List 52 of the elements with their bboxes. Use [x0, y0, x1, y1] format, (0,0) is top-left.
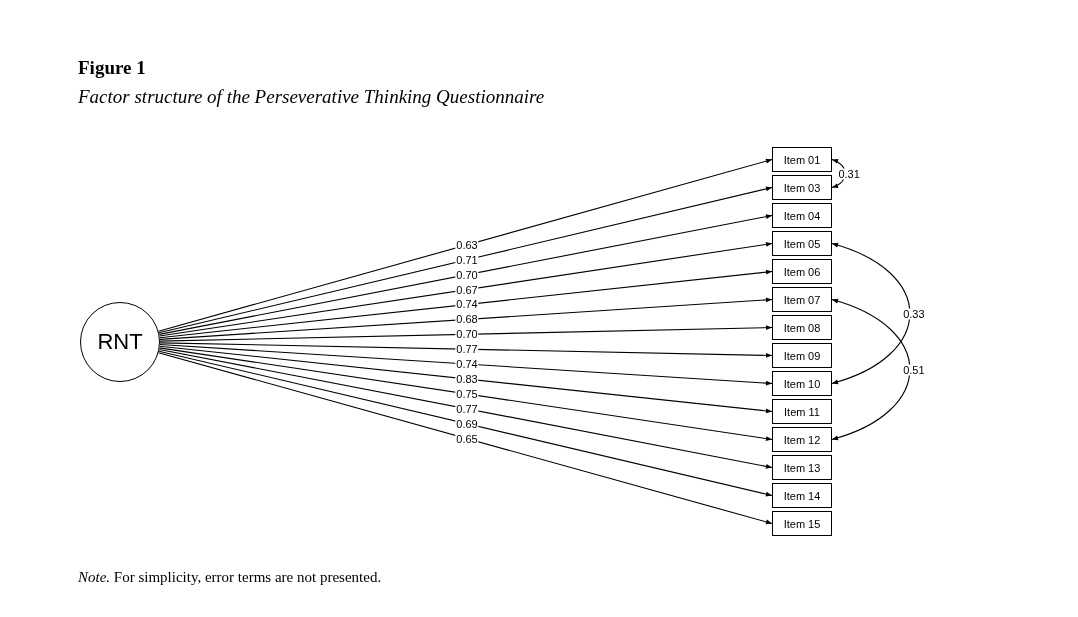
item-box: Item 12: [772, 427, 832, 452]
item-box: Item 13: [772, 455, 832, 480]
arrow: [159, 347, 773, 441]
item-box: Item 01: [772, 147, 832, 172]
item-box: Item 14: [772, 483, 832, 508]
edge-label: 0.77: [455, 343, 479, 355]
figure-title: Figure 1: [78, 57, 146, 79]
arrow: [159, 345, 773, 414]
edge-label: 0.70: [455, 269, 479, 281]
double-headed-curved-arrow: [831, 242, 911, 385]
edge-label: 0.77: [455, 403, 479, 415]
item-box: Item 03: [772, 175, 832, 200]
edge-label: 0.33: [902, 308, 926, 319]
edge-label: 0.51: [902, 364, 926, 375]
figure-subtitle: Factor structure of the Perseverative Thinking Questionnaire: [78, 86, 545, 108]
arrow: [159, 297, 773, 340]
edge-label: 0.74: [455, 298, 479, 310]
item-box: Item 11: [772, 399, 832, 424]
edge-label: 0.71: [455, 254, 479, 266]
edge-label: 0.67: [455, 284, 479, 296]
figure-note: Note. For simplicity, error terms are not presented.: [78, 569, 382, 586]
edge-label: 0.65: [455, 433, 479, 445]
edge-label: 0.31: [837, 168, 861, 179]
arrow: [158, 186, 773, 334]
arrow: [159, 342, 773, 358]
item-box: Item 10: [772, 371, 832, 396]
arrow: [158, 214, 773, 335]
arrow: [158, 352, 773, 525]
item-box: Item 04: [772, 203, 832, 228]
edge-label: 0.75: [455, 388, 479, 400]
arrow: [159, 242, 773, 337]
arrow: [159, 344, 773, 386]
arrow: [158, 350, 773, 497]
edge-label: 0.69: [455, 418, 479, 430]
latent-factor-circle: RNT: [80, 302, 160, 382]
item-box: Item 09: [772, 343, 832, 368]
edge-label: 0.63: [455, 239, 479, 251]
arrow: [158, 349, 773, 469]
item-box: Item 06: [772, 259, 832, 284]
edge-label: 0.68: [455, 313, 479, 325]
item-box: Item 08: [772, 315, 832, 340]
edge-label: 0.74: [455, 358, 479, 370]
arrow: [157, 158, 773, 332]
edge-label: 0.70: [455, 328, 479, 340]
item-box: Item 07: [772, 287, 832, 312]
item-box: Item 05: [772, 231, 832, 256]
item-box: Item 15: [772, 511, 832, 536]
double-headed-curved-arrow: [831, 298, 911, 441]
double-headed-curved-arrow: [831, 158, 846, 189]
arrow: [159, 269, 773, 339]
arrow: [159, 325, 773, 342]
edge-label: 0.83: [455, 373, 479, 385]
